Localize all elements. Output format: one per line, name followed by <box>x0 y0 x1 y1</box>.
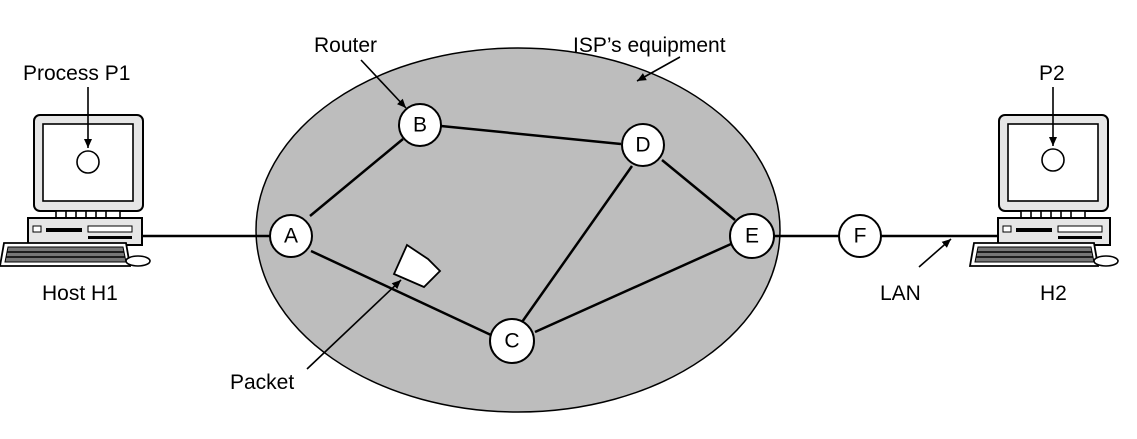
router-label: Router <box>314 34 377 57</box>
svg-text:D: D <box>635 134 650 157</box>
router-node-d: D <box>621 123 665 167</box>
link-d-e <box>661 159 736 221</box>
lan-label: LAN <box>880 282 921 305</box>
isp-equipment-label: ISP’s equipment <box>573 34 726 57</box>
link-a-c <box>310 249 492 337</box>
link-b-d <box>440 124 622 146</box>
p2-label: P2 <box>1039 62 1065 85</box>
router-node-b: B <box>398 103 442 147</box>
process-p2-icon <box>1041 148 1065 172</box>
packet-label: Packet <box>230 371 294 394</box>
host-h2-computer-icon <box>968 114 1119 267</box>
isp-equipment-arrow <box>636 56 681 82</box>
h2-label: H2 <box>1040 282 1067 305</box>
host-h1-computer-icon <box>0 114 151 267</box>
svg-text:A: A <box>284 225 298 248</box>
process-p1-label: Process P1 <box>23 62 130 85</box>
router-node-e: E <box>729 213 775 259</box>
router-node-f: F <box>838 214 882 258</box>
router-node-a: A <box>269 214 313 258</box>
svg-text:F: F <box>854 225 867 248</box>
link-a-b <box>309 138 404 217</box>
svg-text:B: B <box>413 114 427 137</box>
svg-text:C: C <box>504 330 519 353</box>
router-node-c: C <box>489 318 535 364</box>
process-p1-icon <box>76 150 100 174</box>
svg-text:E: E <box>745 225 759 248</box>
link-c-e <box>534 242 732 334</box>
host-h1-label: Host H1 <box>42 282 118 305</box>
router-arrow <box>360 59 407 109</box>
packet-arrow <box>306 279 402 370</box>
packet-icon <box>392 243 442 289</box>
link-d-c <box>520 165 634 323</box>
lan-arrow <box>918 238 952 268</box>
